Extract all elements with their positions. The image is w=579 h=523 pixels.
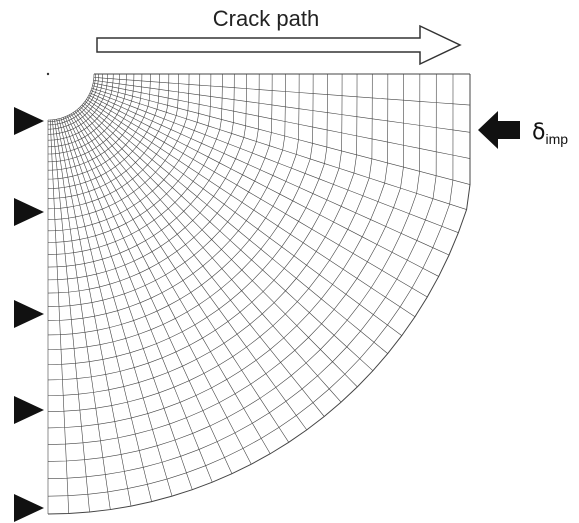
mesh-ring-line xyxy=(47,73,373,412)
mesh-ring-line xyxy=(47,73,143,171)
mesh-ring-line xyxy=(47,73,437,479)
load-label: δimp xyxy=(532,120,568,147)
mesh-ring-line xyxy=(47,73,273,307)
mesh-ring-line xyxy=(47,73,108,135)
mesh-ring-line xyxy=(47,73,358,396)
mesh-ring-line xyxy=(47,73,389,429)
mesh-ring-line xyxy=(47,73,235,268)
support-triangle-icon xyxy=(14,396,44,424)
fe-mesh xyxy=(47,73,471,515)
mesh-ring-line xyxy=(47,73,127,155)
crack-path-label: Crack path xyxy=(213,6,319,31)
support-triangle-icon xyxy=(14,198,44,226)
notch-marker xyxy=(46,72,50,76)
mesh-ring-line xyxy=(47,73,151,180)
mesh-ring-line xyxy=(47,73,328,365)
mesh-ring-line xyxy=(47,73,104,130)
mesh-ring-line xyxy=(47,73,212,243)
crack-path-arrow xyxy=(96,24,462,66)
mesh-ring-line xyxy=(47,73,201,232)
mesh-ring-line xyxy=(47,73,314,350)
mesh-ring-line xyxy=(47,73,120,148)
mesh-ring-line xyxy=(47,73,300,336)
mesh-ring-line xyxy=(47,73,96,122)
mesh-ring-line xyxy=(47,73,170,199)
mesh-ring-line xyxy=(47,73,135,163)
mesh-ring-line xyxy=(47,73,286,321)
mesh-ring-line xyxy=(47,73,343,381)
mesh-ring-line xyxy=(47,73,99,126)
mesh-ring-line xyxy=(47,74,471,515)
mesh-ring-line xyxy=(47,73,180,210)
imposed-displacement: δimp xyxy=(478,111,568,149)
mesh-ring-line xyxy=(47,73,95,121)
load-arrow-icon xyxy=(478,111,520,149)
mesh-ring-line xyxy=(47,73,114,141)
support-triangle-icon xyxy=(14,107,44,135)
mesh-ring-line xyxy=(47,73,247,281)
mesh-ring-line xyxy=(47,73,454,497)
mesh-ring-line xyxy=(47,73,421,462)
mesh-ring-line xyxy=(47,73,190,220)
mesh-ring-line xyxy=(47,73,160,189)
mesh-ring-line xyxy=(47,73,260,294)
support-triangle-icon xyxy=(14,300,44,328)
mesh-ring-line xyxy=(47,73,404,445)
support-constraints xyxy=(14,107,44,522)
crack-path-arrow-shape xyxy=(96,24,462,66)
support-triangle-icon xyxy=(14,494,44,522)
mesh-ring-line xyxy=(47,73,223,255)
